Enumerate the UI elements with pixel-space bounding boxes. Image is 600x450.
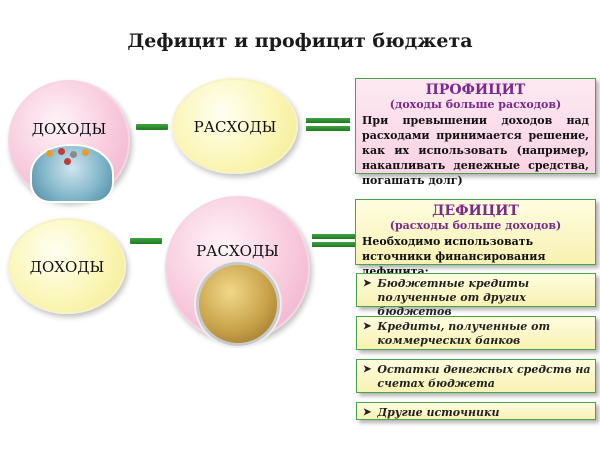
financing-source-label: Кредиты, полученные от коммерческих банк… (377, 320, 551, 347)
connector-row2 (130, 238, 162, 244)
chevron-right-icon: ➤ (363, 364, 372, 375)
equals-sign-bottom-row1 (306, 126, 350, 131)
surplus-box: ПРОФИЦИТ (доходы больше расходов) При пр… (355, 78, 596, 187)
income-label-row1: ДОХОДЫ (31, 120, 107, 138)
expenses-circle-row1: РАСХОДЫ (172, 78, 298, 174)
expenses-label-row2: РАСХОДЫ (196, 242, 279, 260)
financing-source-item: ➤ Остатки денежных средств на счетах бюд… (356, 359, 596, 393)
deficit-heading: ДЕФИЦИТ (432, 203, 519, 219)
equals-sign-top-row2 (312, 234, 356, 239)
expenses-label-row1: РАСХОДЫ (193, 118, 277, 136)
income-label-row2: ДОХОДЫ (29, 258, 105, 276)
financing-source-item: ➤ Бюджетные кредиты полученные от других… (356, 273, 596, 318)
income-circle-row2: ДОХОДЫ (8, 218, 126, 314)
financing-source-label: Другие источники (377, 406, 500, 419)
financing-source-item: ➤ Кредиты, полученные от коммерческих ба… (356, 316, 596, 350)
financing-source-label: Остатки денежных средств на счетах бюдже… (377, 363, 591, 390)
chevron-right-icon: ➤ (363, 321, 372, 332)
surplus-subheading: (доходы больше расходов) (389, 98, 562, 111)
wallet-coins-image (30, 144, 114, 203)
diagram-title: Дефицит и профицит бюджета (127, 30, 473, 52)
deficit-box: ДЕФИЦИТ (расходы больше доходов) Необход… (355, 199, 596, 278)
coin-image (196, 262, 280, 346)
deficit-text: Необходимо использовать источники финанс… (362, 235, 546, 278)
chevron-right-icon: ➤ (363, 278, 372, 289)
equals-sign-top-row1 (306, 118, 350, 123)
deficit-subheading: (расходы больше доходов) (389, 219, 562, 232)
surplus-text: При превышении доходов над расходами при… (362, 114, 589, 187)
equals-sign-bottom-row2 (312, 242, 356, 247)
chevron-right-icon: ➤ (363, 407, 372, 418)
income-circle-row1: ДОХОДЫ (8, 80, 130, 203)
financing-source-item: ➤ Другие источники (356, 402, 596, 420)
connector-row1 (136, 124, 168, 130)
financing-source-label: Бюджетные кредиты полученные от других б… (377, 277, 530, 318)
surplus-heading: ПРОФИЦИТ (425, 82, 526, 98)
